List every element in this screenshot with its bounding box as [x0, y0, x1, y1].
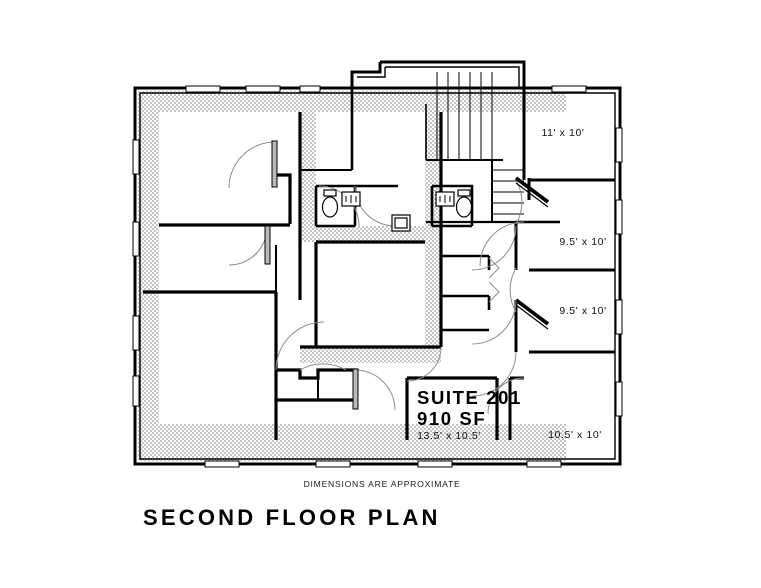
room-label-mid-right-upper: 9.5' x 10': [559, 236, 606, 248]
room-label-mid-right-lower: 9.5' x 10': [559, 305, 606, 317]
stair-run: [425, 72, 524, 224]
toilet-icon: [321, 196, 339, 218]
suite-area: 910 SF: [417, 408, 486, 429]
plumbing-fixtures: [321, 189, 473, 232]
windows: [132, 85, 623, 468]
room-label-suite-201: 13.5' x 10.5': [417, 430, 481, 442]
toilet-tank-icon: [457, 189, 471, 197]
room-labels: 11' x 10' 9.5' x 10' 9.5' x 10' 10.5' x …: [417, 127, 606, 442]
hatched-wall-zones: [138, 91, 566, 461]
dimensions-disclaimer: DIMENSIONS ARE APPROXIMATE: [304, 479, 461, 489]
doors: [228, 140, 550, 415]
room-label-bottom-right: 10.5' x 10': [548, 429, 602, 441]
suite-name: SUITE 201: [417, 387, 522, 408]
building-outline: [133, 86, 622, 466]
plan-title: SECOND FLOOR PLAN: [143, 505, 441, 530]
chase-inner-icon: [394, 217, 408, 229]
toilet-tank-icon: [323, 189, 337, 197]
interior-walls: [143, 88, 615, 440]
toilet-icon: [455, 196, 473, 218]
suite-callout: SUITE 201 910 SF: [417, 387, 522, 429]
room-label-top-right: 11' x 10': [541, 127, 584, 139]
stair-bumpout: [350, 60, 526, 88]
